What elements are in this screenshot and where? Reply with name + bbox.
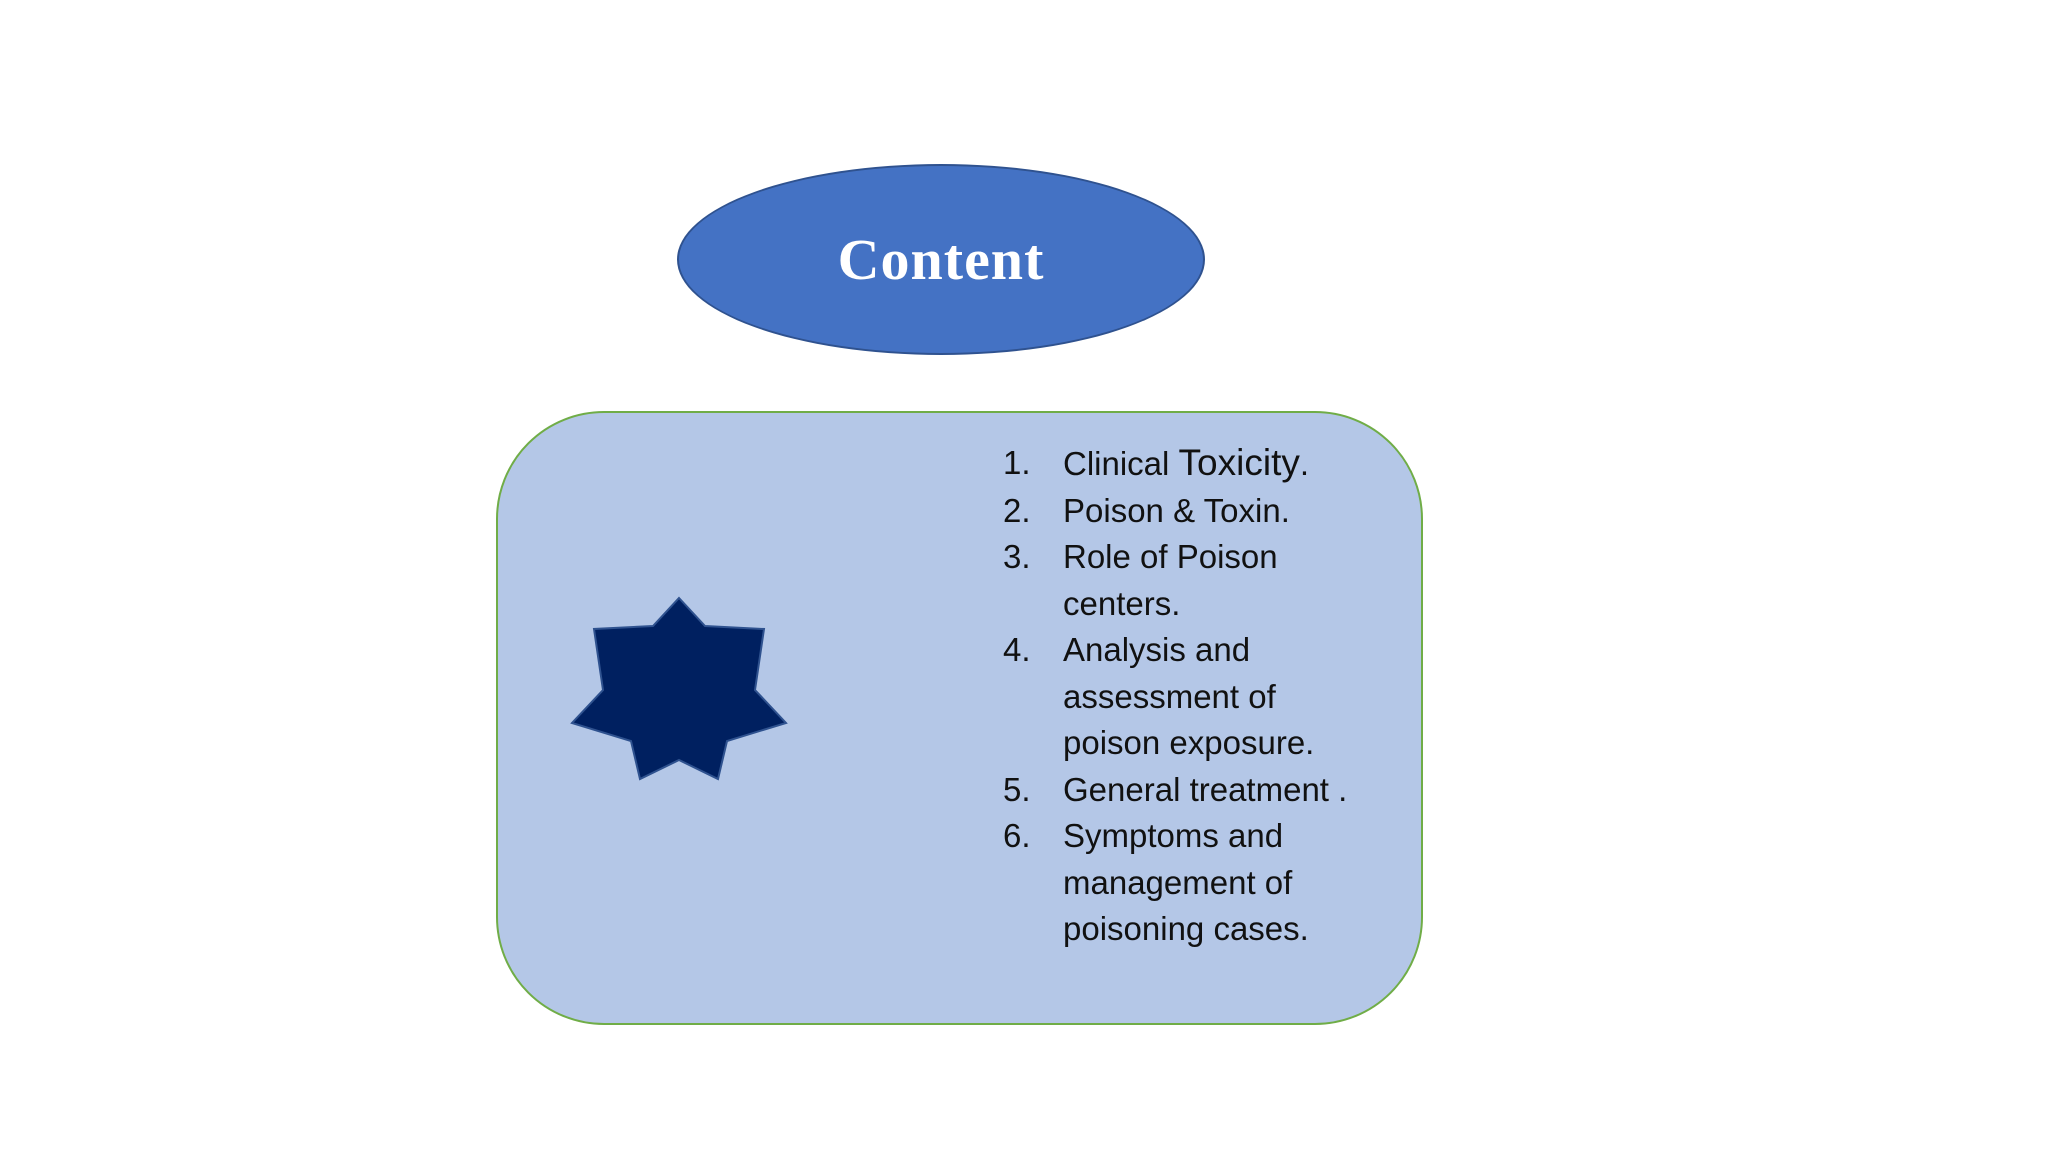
list-item-number: 3. — [1003, 538, 1031, 575]
list-item-number: 5. — [1003, 770, 1031, 808]
list-item-text: Poison & Toxin. — [1063, 491, 1290, 529]
list-item-text: Clinical Toxicity. — [1063, 440, 1403, 488]
list-item: 4. Analysis and assessment of poison exp… — [1003, 627, 1403, 767]
title-ellipse: Content — [677, 164, 1205, 355]
list-item-text: Analysis and assessment of poison exposu… — [1063, 631, 1315, 761]
list-item-text: General treatment . — [1063, 770, 1348, 808]
list-item-number: 4. — [1003, 631, 1031, 668]
list-item: 5. General treatment . — [1003, 767, 1403, 814]
list-item-text-emphasis: Toxicity — [1178, 442, 1300, 483]
slide-title: Content — [837, 227, 1045, 292]
list-item-text-part: Clinical — [1063, 445, 1179, 482]
list-item: 3. Role of Poison centers. — [1003, 534, 1403, 627]
list-item: 2. Poison & Toxin. — [1003, 488, 1403, 535]
content-list: 1. Clinical Toxicity. 2. Poison & Toxin.… — [1003, 440, 1403, 953]
list-item-number: 1. — [1003, 444, 1031, 481]
list-item-text: Symptoms and management of poisoning cas… — [1063, 817, 1309, 947]
seven-point-star-icon — [570, 596, 788, 781]
list-item-text: Role of Poison centers. — [1063, 538, 1278, 622]
list-item: 1. Clinical Toxicity. — [1003, 440, 1403, 488]
list-item-number: 6. — [1003, 817, 1031, 854]
list-item: 6. Symptoms and management of poisoning … — [1003, 813, 1403, 953]
list-item-number: 2. — [1003, 491, 1031, 529]
list-item-text-part: . — [1299, 445, 1310, 482]
